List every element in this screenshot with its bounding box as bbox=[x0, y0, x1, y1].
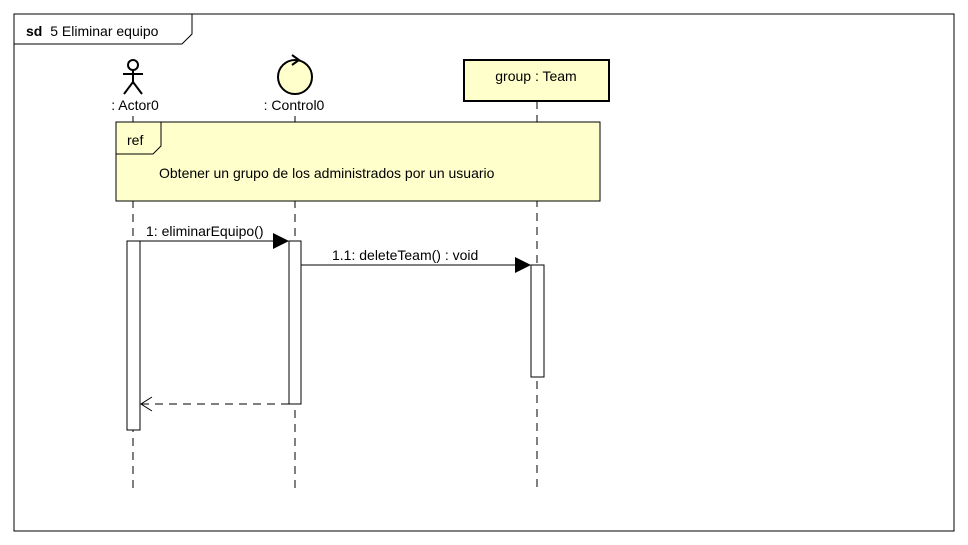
lifeline-team-label: group : Team bbox=[495, 68, 576, 84]
frame-keyword: sd bbox=[26, 23, 42, 39]
frame-title-tab bbox=[13, 13, 193, 45]
activation-control bbox=[288, 240, 302, 405]
activation-team bbox=[530, 264, 545, 378]
frame-title: sd 5 Eliminar equipo bbox=[26, 23, 159, 39]
object-box-team[interactable] bbox=[463, 59, 610, 102]
lifeline-actor-label[interactable]: : Actor0 bbox=[111, 97, 159, 113]
activation-actor bbox=[126, 240, 141, 431]
return-message-arrowhead bbox=[140, 396, 153, 412]
ref-fragment[interactable] bbox=[115, 121, 601, 202]
message-2-label: 1.1: deleteTeam() : void bbox=[332, 247, 478, 263]
lifeline-control-label[interactable]: : Control0 bbox=[264, 97, 325, 113]
message-1-arrowhead bbox=[273, 233, 289, 249]
frame-title-text: 5 Eliminar equipo bbox=[50, 23, 158, 39]
actor-icon[interactable] bbox=[123, 59, 143, 95]
message-1-label: 1: eliminarEquipo() bbox=[146, 223, 264, 239]
ref-tag: ref bbox=[127, 132, 143, 148]
message-2-arrowhead bbox=[515, 257, 531, 273]
control-icon[interactable] bbox=[277, 54, 313, 95]
ref-tag-box bbox=[115, 121, 162, 155]
ref-text: Obtener un grupo de los administrados po… bbox=[159, 165, 495, 181]
